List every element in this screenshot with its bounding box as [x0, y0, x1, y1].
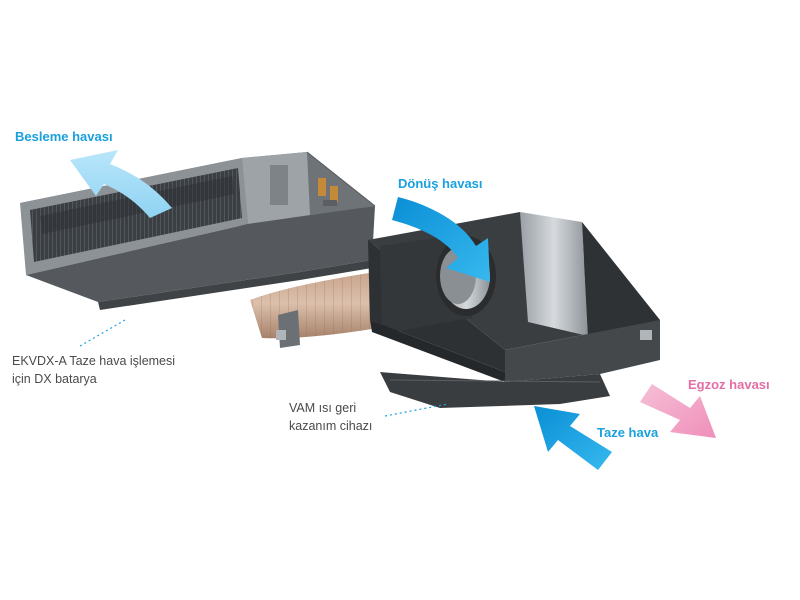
supply-air-label: Besleme havası: [15, 129, 113, 144]
dx-coil-callout-line1: EKVDX-A Taze hava işlemesi: [12, 354, 176, 368]
dx-coil-callout-line2: için DX batarya: [12, 372, 97, 386]
dx-coil-callout-line: [79, 319, 126, 347]
return-air-arrow: [392, 197, 490, 282]
dx-coil-unit: [20, 151, 376, 310]
exhaust-air-label: Egzoz havası: [688, 377, 770, 392]
return-air-label: Dönüş havası: [398, 176, 483, 191]
vam-callout-line1: VAM ısı geri: [289, 401, 357, 415]
supply-air-arrow: [70, 150, 172, 218]
vam-callout-line2: kazanım cihazı: [289, 419, 373, 433]
vam-callout: VAM ısı geri kazanım cihazı: [289, 399, 372, 435]
vam-callout-line: [384, 403, 449, 417]
fresh-air-label: Taze hava: [597, 425, 659, 440]
fresh-air-arrow: [534, 406, 612, 470]
dx-coil-callout: EKVDX-A Taze hava işlemesi için DX batar…: [12, 352, 175, 388]
exhaust-air-arrow: [640, 384, 716, 438]
